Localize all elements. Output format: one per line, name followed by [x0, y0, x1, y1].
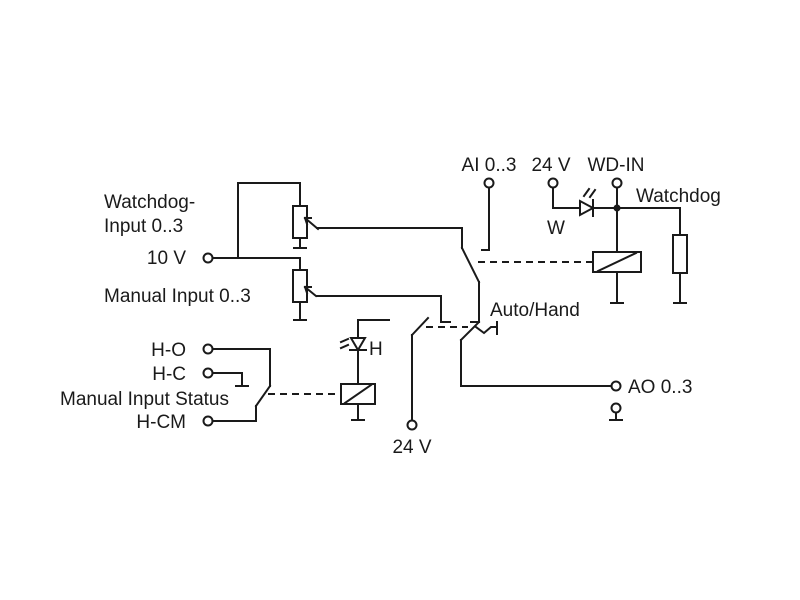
watchdog-pot-wiper	[303, 216, 320, 231]
wd-in-label: WD-IN	[588, 155, 645, 176]
ao-label: AO 0..3	[628, 377, 692, 398]
ai-label: AI 0..3	[462, 155, 517, 176]
ho-label: H-O	[151, 340, 186, 361]
24v-bottom-label: 24 V	[392, 437, 431, 458]
ao-terminal-group	[609, 380, 623, 421]
hand-led-icon	[349, 337, 367, 352]
auto-hand-blade	[459, 320, 481, 342]
h-led-label: H	[369, 339, 383, 360]
watchdog-section	[547, 177, 688, 304]
watchdog-resistor	[672, 234, 688, 274]
10v-label: 10 V	[147, 248, 186, 269]
manual-status-label: Manual Input Status	[60, 389, 229, 410]
signal-wires	[316, 227, 463, 323]
manual-input-label: Manual Input 0..3	[104, 286, 251, 307]
status-contact-blade	[254, 384, 272, 408]
watchdog-led-rays	[582, 187, 597, 199]
auto-hand-knob	[474, 321, 498, 335]
watchdog-led-icon	[579, 199, 596, 217]
watchdog-input-label-line1: Watchdog-	[104, 192, 195, 213]
watchdog-switch-blade	[460, 246, 481, 284]
24v-top-terminal	[547, 177, 559, 189]
hcm-terminal	[202, 415, 214, 427]
status-contacts	[202, 343, 272, 427]
ho-terminal	[202, 343, 214, 355]
hand-led-relay	[268, 319, 390, 421]
24v-bottom-terminal	[406, 419, 418, 431]
hc-terminal	[202, 367, 214, 379]
labels: AI 0..3 24 V WD-IN Watchdog W Watchdog- …	[60, 155, 721, 458]
24v-top-label: 24 V	[531, 155, 570, 176]
watchdog-input-label-line2: Input 0..3	[104, 216, 183, 237]
manual-contact-blade	[410, 316, 430, 337]
manual-contact	[406, 316, 430, 431]
wd-in-terminal	[611, 177, 623, 189]
hand-led-rays	[339, 337, 350, 350]
auto-hand-switch	[426, 320, 612, 387]
10v-terminal	[202, 252, 214, 264]
watchdog-label: Watchdog	[636, 186, 721, 207]
hcm-label: H-CM	[136, 412, 186, 433]
auto-hand-label: Auto/Hand	[490, 300, 580, 321]
potentiometer-section	[213, 182, 320, 321]
ai-terminal	[483, 177, 495, 189]
w-label: W	[547, 218, 565, 239]
hc-label: H-C	[152, 364, 186, 385]
ao-terminal	[610, 380, 622, 392]
manual-pot-wiper	[303, 285, 318, 298]
watchdog-potentiometer	[292, 205, 308, 239]
watchdog-switch	[460, 177, 592, 323]
ao-ground-terminal	[610, 402, 622, 414]
